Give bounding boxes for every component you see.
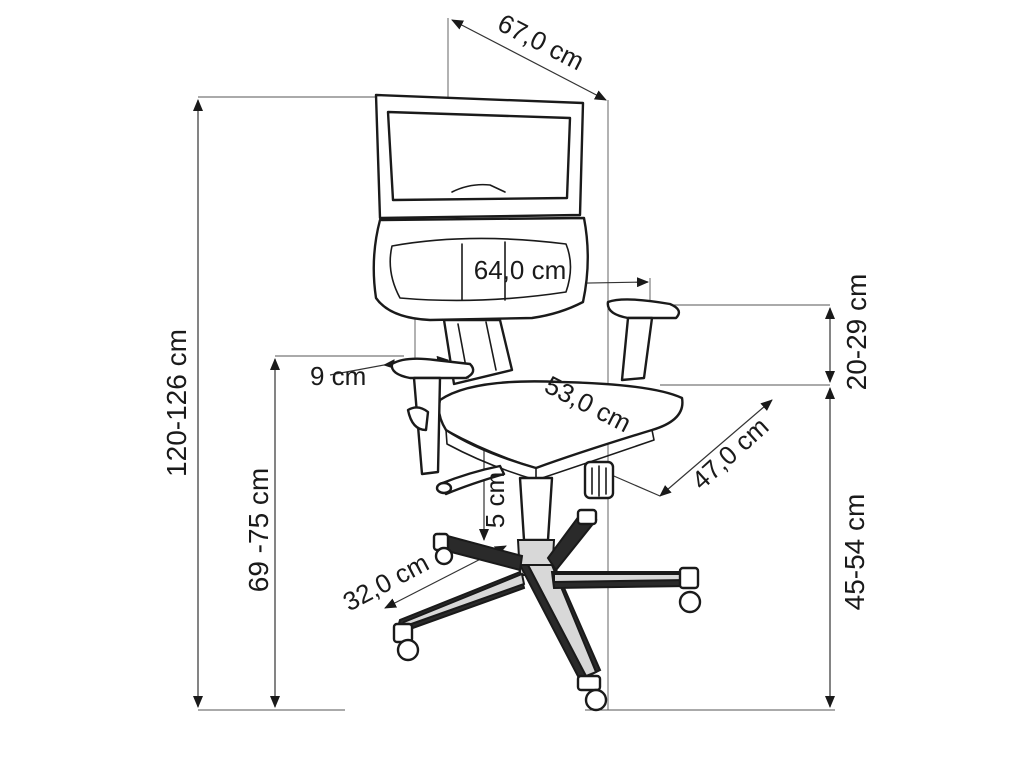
seat-depth-line: [659, 399, 773, 497]
lumbar-frame: [372, 216, 589, 322]
seat-depth-label: 47,0 cm: [686, 411, 775, 495]
base-leg-front-top: [526, 564, 598, 678]
armrest-floor-label: 45-54 cm: [839, 494, 870, 611]
right-armrest-post: [620, 316, 654, 382]
armrest-width-label: 9 cm: [310, 361, 366, 391]
base-radius-label: 32,0 cm: [338, 547, 434, 617]
total-height-label: 120-126 cm: [161, 329, 192, 477]
total-width-line: [451, 19, 607, 101]
seat-adjust-label: 5 cm: [480, 472, 510, 528]
seat-edge: [535, 429, 655, 481]
caster-right: [678, 566, 702, 614]
base-leg-left-top: [397, 572, 526, 630]
caster-left: [392, 622, 420, 662]
caster-front: [576, 674, 608, 712]
gas-column-top: [518, 476, 554, 542]
right-armrest-pad: [606, 298, 681, 320]
seat-height-label: 69 -75 cm: [243, 468, 274, 593]
chair-drawing: [372, 93, 702, 712]
backrest-width-label: 64,0 cm: [474, 255, 567, 285]
left-armrest-pad: [390, 357, 475, 380]
lumbar-inner: [389, 237, 572, 302]
armrest-width-ext: [329, 364, 385, 376]
caster-back-right: [576, 508, 598, 526]
height-lever: [438, 464, 506, 496]
headrest-clip: [451, 183, 506, 193]
caster-back-left: [432, 532, 454, 566]
base-leg-right-top: [553, 573, 689, 584]
backrest-inner: [386, 110, 572, 202]
armrest-height-label: 20-29 cm: [841, 274, 872, 391]
left-arm-bracket: [406, 406, 430, 432]
